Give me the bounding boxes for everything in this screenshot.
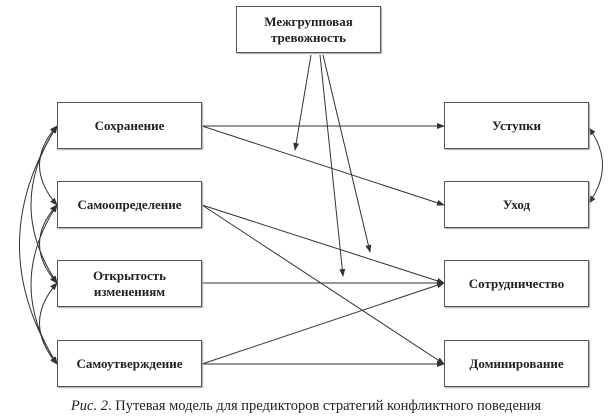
caption-text: . Путевая модель для предикторов стратег… — [107, 398, 542, 414]
moderator-arrow — [293, 54, 312, 151]
outcome-box: Сотрудничество — [444, 260, 589, 307]
path-arrow — [201, 204, 445, 365]
path-arrow — [201, 282, 445, 365]
moderator-arrow — [322, 54, 372, 253]
predictor-box: Самоопределение — [57, 181, 202, 228]
outcome-box: Уход — [444, 181, 589, 228]
predictor-box: Сохранение — [57, 102, 202, 149]
correlation-curve — [19, 125, 58, 365]
correlation-curve — [588, 127, 603, 204]
predictor-box: Открытость изменениям — [57, 260, 202, 307]
correlation-curve — [39, 125, 58, 206]
figure-caption: Рис. 2. Путевая модель для предикторов с… — [0, 398, 612, 415]
moderator-box: Межгрупповая тревожность — [236, 6, 381, 53]
outcome-box: Доминирование — [444, 340, 589, 387]
moderator-arrow — [319, 54, 346, 277]
outcome-box: Уступки — [444, 102, 589, 149]
correlation-curve — [39, 204, 58, 284]
correlation-curve — [39, 282, 58, 365]
caption-label: Рис. 2 — [70, 398, 108, 414]
path-arrow — [201, 125, 445, 206]
predictor-box: Самоутверждение — [57, 340, 202, 387]
path-arrow — [201, 204, 445, 284]
